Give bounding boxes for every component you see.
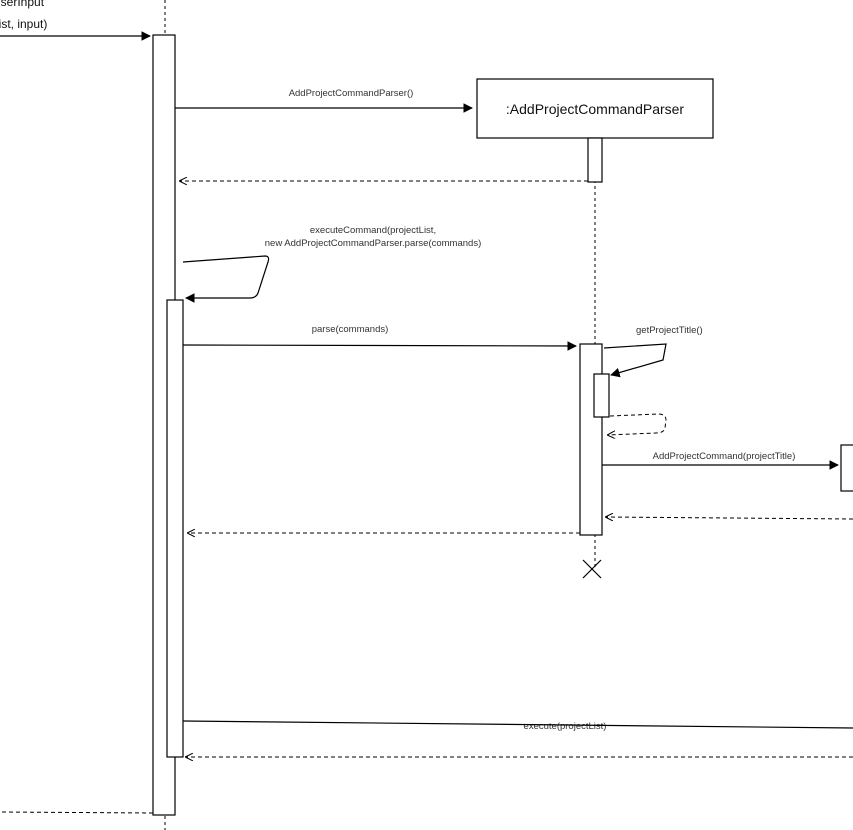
main-return xyxy=(0,811,154,814)
participant-name: :AddProjectCommandParser xyxy=(506,101,685,117)
incoming-call-label-line2: List, input) xyxy=(0,17,47,31)
create-command-return xyxy=(606,517,853,519)
execute-arrow xyxy=(182,720,853,729)
execute-command-activation xyxy=(166,299,184,758)
execute-command-label-line1: executeCommand(projectList, xyxy=(310,225,436,236)
create-parser-message-label: AddProjectCommandParser() xyxy=(289,88,414,99)
parser-destroy-mark-b xyxy=(582,559,602,579)
parse-arrow xyxy=(182,341,577,351)
execute-command-label-line2: new AddProjectCommandParser.parse(comman… xyxy=(265,238,481,249)
get-project-title-activation xyxy=(593,373,610,418)
get-project-title-return xyxy=(608,413,667,435)
parse-activation xyxy=(579,343,603,536)
incoming-call-label-line1: UserInput xyxy=(0,0,45,9)
execute-message-label: execute(projectList) xyxy=(524,721,607,732)
execute-command-self-call-arrow xyxy=(182,255,270,303)
create-command-message-label: AddProjectCommand(projectTitle) xyxy=(653,451,796,462)
get-project-title-label: getProjectTitle() xyxy=(636,325,703,336)
get-project-title-arrow xyxy=(603,343,667,378)
parser-init-activation xyxy=(587,137,603,183)
add-project-command-box xyxy=(840,444,853,492)
parse-message-label: parse(commands) xyxy=(312,324,389,335)
